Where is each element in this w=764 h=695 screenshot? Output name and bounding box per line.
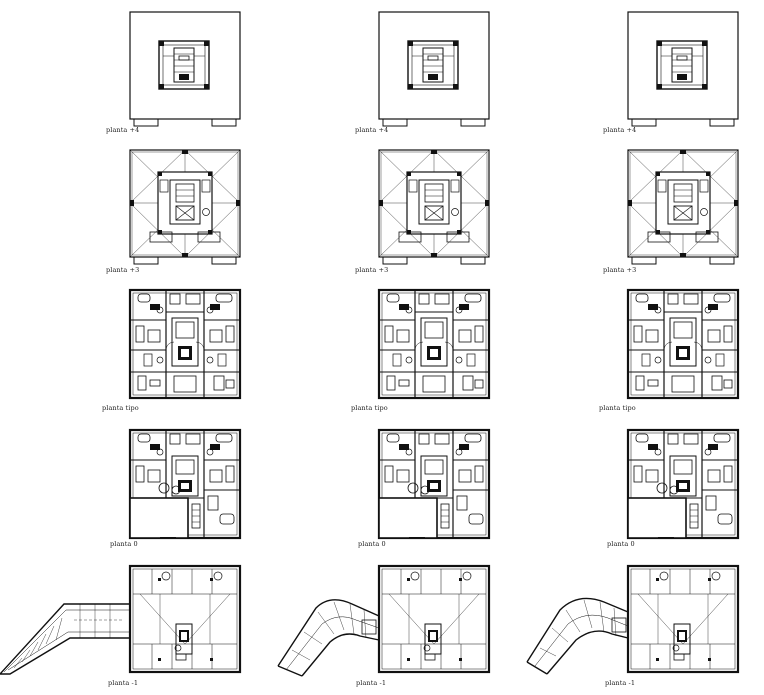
plan-ground-col2	[377, 428, 491, 540]
label-planta-4-col3: planta +4	[603, 126, 637, 134]
plan-ground-col3	[626, 428, 740, 540]
label-planta-3-col1: planta +3	[106, 266, 140, 274]
plan-level3-col1	[129, 149, 241, 265]
plan-roof-col3	[627, 11, 739, 127]
ramp-straight	[0, 603, 131, 675]
label-planta-0-col1: planta 0	[110, 540, 138, 548]
label-planta-tipo-col1: planta tipo	[102, 404, 139, 412]
label-planta-3-col3: planta +3	[603, 266, 637, 274]
label-planta-m1-col2: planta -1	[356, 679, 387, 687]
plan-typical-col1	[128, 288, 242, 400]
label-planta-4-col2: planta +4	[355, 126, 389, 134]
label-planta-tipo-col3: planta tipo	[599, 404, 636, 412]
label-planta-4-col1: planta +4	[106, 126, 140, 134]
plan-roof-col1	[129, 11, 241, 127]
plan-basement-col1	[128, 564, 242, 674]
plan-basement-col2	[377, 564, 491, 674]
plan-typical-col3	[626, 288, 740, 400]
plan-typical-col2	[377, 288, 491, 400]
plan-roof-col2	[378, 11, 490, 127]
ramp-curved-col2	[277, 599, 380, 677]
label-planta-tipo-col2: planta tipo	[351, 404, 388, 412]
plan-level3-col3	[627, 149, 739, 265]
label-planta-m1-col1: planta -1	[108, 679, 139, 687]
plan-basement-col3	[626, 564, 740, 674]
plan-ground-col1	[128, 428, 242, 540]
label-planta-0-col3: planta 0	[607, 540, 635, 548]
label-planta-0-col2: planta 0	[358, 540, 386, 548]
label-planta-m1-col3: planta -1	[605, 679, 636, 687]
label-planta-3-col2: planta +3	[355, 266, 389, 274]
plan-level3-col2	[378, 149, 490, 265]
ramp-curved-col3	[526, 597, 629, 675]
